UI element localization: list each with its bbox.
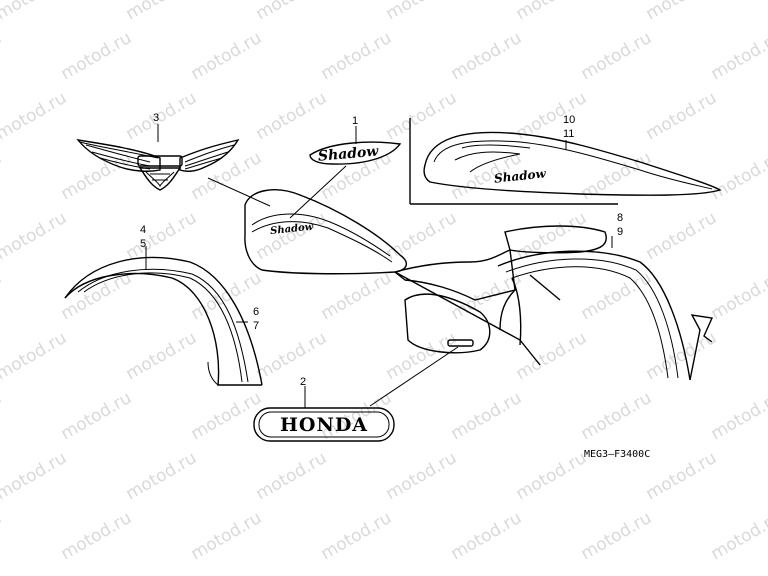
watermark-text: motod.ru [708, 28, 768, 84]
callout-9: 9 [617, 226, 623, 238]
watermark-text: motod.ru [643, 208, 721, 264]
watermark-text: motod.ru [58, 28, 136, 84]
watermark-text: motod.ru [318, 28, 396, 84]
side-cover-badge [447, 339, 474, 347]
watermark-text: motod.ru [0, 148, 5, 204]
callout-6: 6 [253, 306, 259, 318]
watermark-text: motod.ru [123, 208, 201, 264]
shadow-script-badge-icon: Shadow [309, 141, 402, 165]
watermark-text: motod.ru [253, 0, 331, 24]
watermark-text: motod.ru [58, 388, 136, 444]
tank-graphic-inset: Shadow [409, 118, 722, 205]
watermark-text: motod.ru [0, 448, 70, 504]
watermark-text: motod.ru [578, 268, 656, 324]
watermark-text: motod.ru [513, 88, 591, 144]
motorcycle-body: Shadow [244, 189, 714, 381]
watermark-text: motod.ru [318, 268, 396, 324]
watermark-text: motod.ru [383, 208, 461, 264]
watermark-text: motod.ru [123, 88, 201, 144]
watermark-text: motod.ru [448, 388, 526, 444]
honda-badge-text: HONDA [280, 414, 368, 436]
watermark-text: motod.ru [513, 208, 591, 264]
watermark-text: motod.ru [448, 508, 526, 564]
watermark-text: motod.ru [383, 88, 461, 144]
watermark-text: motod.ru [513, 328, 591, 384]
watermark-text: motod.ru [58, 268, 136, 324]
watermark-text: motod.ru [253, 88, 331, 144]
watermark-text: motod.ru [708, 388, 768, 444]
watermark-text: motod.ru [0, 88, 70, 144]
watermark-text: motod.ru [383, 328, 461, 384]
winged-emblem-icon [76, 138, 240, 191]
watermark-text: motod.ru [188, 28, 266, 84]
callout-7: 7 [253, 320, 259, 332]
diagram-code: MEG3—F3400C [584, 449, 650, 460]
watermark-text: motod.ru [578, 508, 656, 564]
watermark-text: motod.ru [0, 328, 70, 384]
callout-11: 11 [563, 128, 574, 140]
callout-8: 8 [617, 212, 623, 224]
watermark-text: motod.ru [0, 508, 5, 564]
watermark-text: motod.ru [448, 28, 526, 84]
watermark-text: motod.ru [708, 268, 768, 324]
watermark-text: motod.ru [513, 0, 591, 24]
watermark-text: motod.ru [0, 0, 70, 24]
leader-lines [145, 124, 613, 408]
shadow-script-text: Shadow [317, 143, 380, 164]
watermark-text: motod.ru [578, 388, 656, 444]
watermark-text: motod.ru [123, 328, 201, 384]
callout-1: 1 [352, 115, 358, 127]
watermark-text: motod.ru [58, 508, 136, 564]
tank-shadow-text: Shadow [270, 222, 315, 238]
callout-2: 2 [300, 376, 306, 388]
watermark-text: motod.ru [253, 328, 331, 384]
watermark-text: motod.ru [383, 448, 461, 504]
tank-inset-shadow-text: Shadow [493, 166, 547, 185]
watermark-text: motod.ru [643, 0, 721, 24]
callout-3: 3 [153, 112, 159, 124]
watermark-text: motod.ru [0, 268, 5, 324]
callout-labels: 3 1 10 11 4 5 8 9 6 7 2 [140, 112, 623, 388]
watermark-text: motod.ru [0, 28, 5, 84]
watermark-text: motod.ru [123, 448, 201, 504]
honda-badge-icon: HONDA [253, 407, 395, 442]
watermark-text: motod.ru [578, 148, 656, 204]
front-fender [64, 256, 263, 386]
callout-4: 4 [140, 224, 146, 236]
callout-10: 10 [563, 114, 575, 126]
watermark-text: motod.ru [643, 448, 721, 504]
watermark-text: motod.ru [578, 28, 656, 84]
watermark-text: motod.ru [383, 0, 461, 24]
watermark-text: motod.ru [643, 88, 721, 144]
watermark-text: motod.ru [253, 448, 331, 504]
watermark-text: motod.ru [0, 208, 70, 264]
watermark-text: motod.ru [123, 0, 201, 24]
watermark-text: motod.ru [0, 388, 5, 444]
callout-5: 5 [140, 238, 146, 250]
watermark-text: motod.ru [188, 508, 266, 564]
watermark-text: motod.ru [708, 508, 768, 564]
watermark-text: motod.ru [708, 148, 768, 204]
watermark-text: motod.ru [318, 508, 396, 564]
watermark-text: motod.ru [513, 448, 591, 504]
watermark-text: motod.ru [188, 388, 266, 444]
